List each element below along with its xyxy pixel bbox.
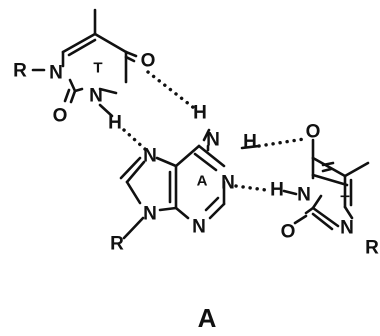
atom-n3-adenine: N [192, 217, 206, 238]
ring-label-adenine: A [197, 173, 208, 190]
atom-n3-left: N [89, 86, 103, 107]
atom-h-amine-top: H [193, 103, 207, 124]
atom-n1-right: N [340, 218, 354, 239]
atom-o4-left: O [141, 51, 156, 72]
ring-label-thymine-right: T [340, 193, 349, 210]
thymine-right [240, 138, 370, 231]
atom-n1-adenine: N [221, 173, 235, 194]
thymine-left [31, 8, 138, 118]
atom-r-left: R [13, 61, 27, 82]
atom-h-right: H [270, 180, 284, 201]
hbond-h-o [257, 137, 306, 148]
hbond-o-h [146, 70, 196, 110]
atom-n1-left: N [49, 63, 63, 84]
atom-o2-left: O [53, 106, 68, 127]
figure-caption: A [198, 303, 217, 333]
atom-n6-amine: N [206, 130, 220, 151]
atom-o4-right: O [306, 122, 321, 143]
hbond-h-n [122, 128, 148, 152]
atom-h-amine-right: H [243, 132, 257, 153]
adenine-center [119, 128, 226, 240]
atom-r-adenine: R [110, 234, 124, 255]
atom-h-left: H [108, 113, 122, 134]
hydrogen-bonds [122, 70, 306, 192]
ring-label-thymine-left: T [93, 60, 102, 77]
atom-n9: N [143, 204, 157, 225]
atom-n3-right: N [297, 185, 311, 206]
atom-r-right: R [365, 238, 379, 259]
atom-o2-right: O [281, 222, 296, 243]
atom-n7: N [143, 146, 157, 167]
hbond-n-h [234, 184, 268, 192]
